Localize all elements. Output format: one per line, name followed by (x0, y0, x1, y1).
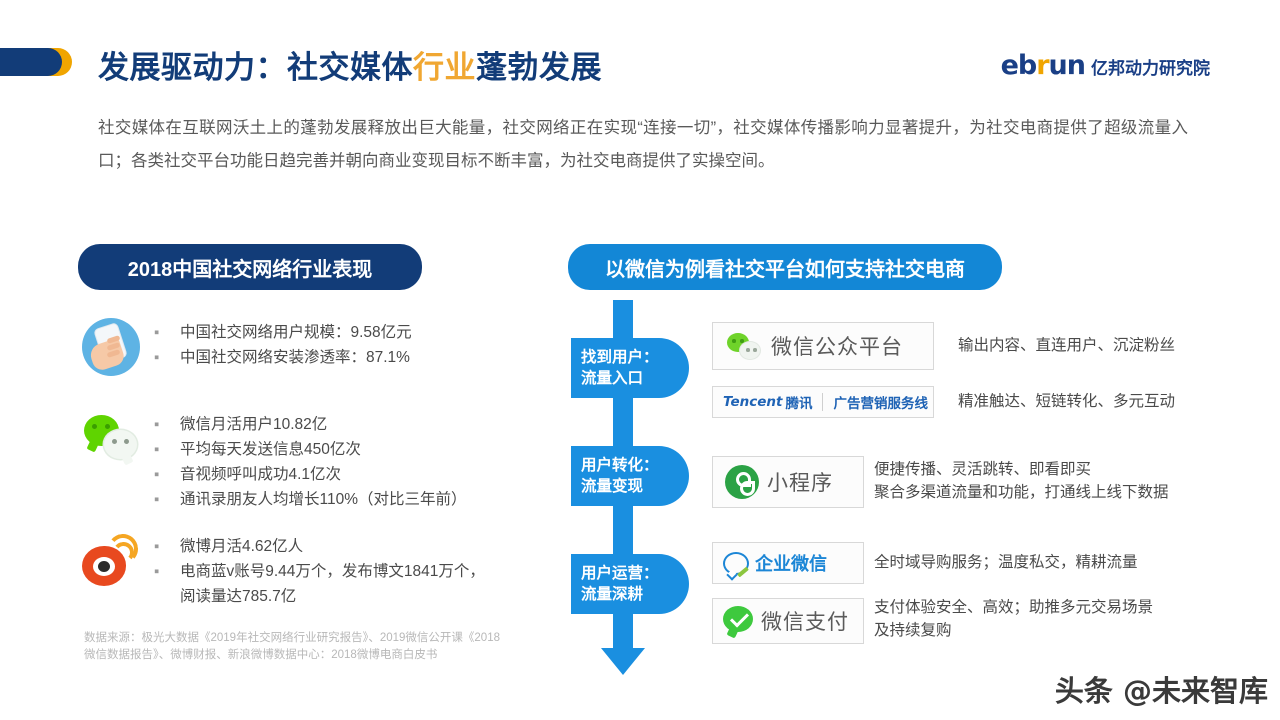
mini-program-icon (725, 465, 759, 499)
wechat-pay-icon (723, 606, 755, 636)
list-item: ▪中国社交网络用户规模：9.58亿元 (154, 324, 412, 341)
flow-step-line2: 流量变现 (581, 478, 644, 495)
page-title-highlight: 行业 (413, 50, 476, 85)
logo-r: r (1036, 50, 1049, 81)
right-panel-heading: 以微信为例看社交平台如何支持社交电商 (568, 244, 1002, 290)
card-label-right: 广告营销服务线 (833, 396, 928, 411)
list-item: ▪微信月活用户10.82亿 (154, 416, 328, 433)
data-source-note: 数据来源：极光大数据《2019年社交网络行业研究报告》、2019微信公开课《20… (84, 632, 500, 661)
wechat-icon (82, 410, 140, 468)
ebrun-logo: ebrun 亿邦动力研究院 (1001, 50, 1210, 81)
logo-un: un (1048, 50, 1086, 81)
weibo-icon (82, 532, 140, 590)
stat-lines: ▪微信月活用户10.82亿 ▪平均每天发送信息450亿次 ▪音视频呼叫成功4.1… (154, 410, 467, 512)
page-title-tail: 蓬勃发展 (476, 50, 602, 85)
flow-step-operation: 用户运营： 流量深耕 (571, 554, 689, 614)
stat-group-social-network: ▪中国社交网络用户规模：9.58亿元 ▪中国社交网络安装渗透率：87.1% (82, 318, 412, 376)
flow-step-line1: 找到用户： (581, 349, 659, 366)
logo-eb: eb (1000, 50, 1038, 81)
card-description-line2: 聚合多渠道流量和功能，打通线上线下数据 (874, 484, 1169, 501)
logo-chinese-name: 亿邦动力研究院 (1091, 59, 1210, 78)
page-title: 发展驱动力：社交媒体行业蓬勃发展 (98, 42, 602, 87)
hand-holding-phone-icon (82, 318, 140, 376)
card-description: 便捷传播、灵活跳转、即看即买 聚合多渠道流量和功能，打通线上线下数据 (874, 458, 1169, 504)
list-item: ▪音视频呼叫成功4.1亿次 (154, 466, 342, 483)
flow-step-find-users: 找到用户： 流量入口 (571, 338, 689, 398)
tencent-logo-icon: Tencent (723, 394, 783, 410)
list-item: ▪微博月活4.62亿人 (154, 538, 304, 555)
list-item-continuation: 阅读量达785.7亿 (180, 588, 297, 605)
card-wecom: 企业微信 (712, 542, 864, 584)
card-wechat-official-account: 微信公众平台 (712, 322, 934, 370)
card-label: 小程序 (767, 472, 833, 495)
card-label: 微信公众平台 (771, 336, 903, 359)
stat-lines: ▪微博月活4.62亿人 ▪电商蓝v账号9.44万个，发布博文1841万个， 阅读… (154, 532, 485, 609)
logo-wordmark: ebrun (1000, 50, 1086, 81)
flow-arrow-head-icon (601, 648, 645, 675)
card-description: 全时域导购服务；温度私交，精耕流量 (874, 554, 1138, 571)
wecom-icon (723, 551, 749, 578)
list-item: ▪中国社交网络安装渗透率：87.1% (154, 349, 410, 366)
divider (822, 393, 824, 411)
page-title-main: 发展驱动力：社交媒体 (98, 50, 413, 85)
card-description-line1: 支付体验安全、高效；助推多元交易场景 (874, 599, 1154, 616)
flow-step-line1: 用户运营： (581, 565, 659, 582)
card-description: 支付体验安全、高效；助推多元交易场景 及持续复购 (874, 596, 1153, 642)
card-label-cn: 腾讯 (785, 396, 813, 411)
flow-step-line1: 用户转化： (581, 457, 659, 474)
card-label: 企业微信 (755, 554, 827, 574)
left-panel-heading: 2018中国社交网络行业表现 (78, 244, 422, 290)
watermark: 头条 @未来智库 (1054, 674, 1268, 708)
stat-lines: ▪中国社交网络用户规模：9.58亿元 ▪中国社交网络安装渗透率：87.1% (154, 318, 412, 370)
list-item: ▪平均每天发送信息450亿次 (154, 441, 361, 458)
card-description: 精准触达、短链转化、多元互动 (958, 393, 1176, 410)
card-description: 输出内容、直连用户、沉淀粉丝 (958, 337, 1176, 354)
flow-step-line2: 流量入口 (581, 370, 644, 387)
flow-step-conversion: 用户转化： 流量变现 (571, 446, 689, 506)
card-mini-program: 小程序 (712, 456, 864, 508)
header-bar-shape (0, 48, 62, 76)
card-description-line2: 及持续复购 (874, 622, 952, 639)
wechat-official-account-icon (727, 333, 761, 359)
card-description-line1: 便捷传播、灵活跳转、即看即买 (874, 461, 1092, 478)
list-item: ▪电商蓝v账号9.44万个，发布博文1841万个， (154, 563, 485, 580)
card-wechat-pay: 微信支付 (712, 598, 864, 644)
card-label: 微信支付 (761, 611, 849, 634)
flow-step-line2: 流量深耕 (581, 586, 644, 603)
list-item: ▪通讯录朋友人均增长110%（对比三年前） (154, 491, 467, 508)
stat-group-wechat: ▪微信月活用户10.82亿 ▪平均每天发送信息450亿次 ▪音视频呼叫成功4.1… (82, 410, 467, 512)
stat-group-weibo: ▪微博月活4.62亿人 ▪电商蓝v账号9.44万个，发布博文1841万个， 阅读… (82, 532, 485, 609)
intro-paragraph: 社交媒体在互联网沃土上的蓬勃发展释放出巨大能量，社交网络正在实现“连接一切”，社… (98, 119, 1188, 170)
card-tencent-ads: Tencent 腾讯 广告营销服务线 (712, 386, 934, 418)
